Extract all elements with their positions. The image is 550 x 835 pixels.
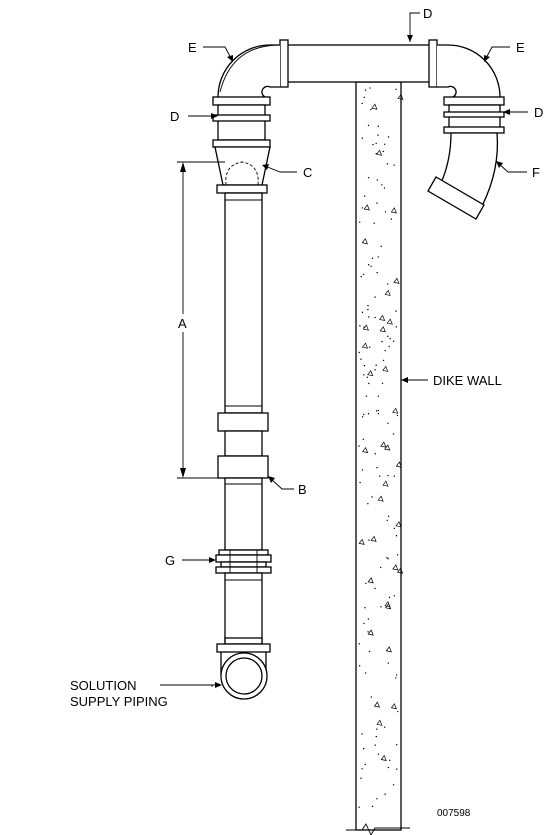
label-a: A — [178, 316, 187, 331]
label-e-right: E — [516, 40, 525, 55]
flange-left — [279, 39, 289, 88]
reducer-vapor-seal — [214, 146, 271, 194]
coupling-b — [217, 455, 269, 479]
label-d-left: D — [170, 109, 179, 124]
label-c: C — [303, 165, 312, 180]
drawing-number: 007598 — [437, 808, 471, 819]
coupling-upper — [217, 412, 269, 432]
vertical-riser — [215, 192, 272, 649]
label-solution: SOLUTION — [70, 678, 136, 693]
right-elbow — [437, 44, 505, 106]
label-g: G — [165, 553, 175, 568]
left-coupling — [212, 104, 271, 148]
left-elbow — [212, 44, 281, 106]
union-g — [215, 549, 272, 574]
leader-lines — [160, 12, 528, 688]
label-dike-wall: DIKE WALL — [433, 373, 502, 388]
label-supply-piping: SUPPLY PIPING — [70, 694, 168, 709]
label-b: B — [298, 482, 307, 497]
concrete-texture — [358, 87, 404, 808]
dike-wall — [346, 81, 410, 835]
label-d-right: D — [534, 105, 543, 120]
flange-right — [428, 39, 438, 88]
outlet-elbow-f — [427, 132, 499, 220]
callout-labels: D E E D D C F A DIKE WALL B G SOLUTION S… — [70, 6, 543, 819]
outlet-flange — [427, 176, 485, 220]
label-d-top: D — [423, 6, 432, 21]
top-horizontal-pipe — [279, 39, 438, 88]
dimension-a — [177, 161, 225, 479]
label-e-left: E — [188, 40, 197, 55]
label-f: F — [532, 165, 540, 180]
supply-elbow — [216, 643, 271, 700]
right-coupling — [443, 104, 505, 134]
